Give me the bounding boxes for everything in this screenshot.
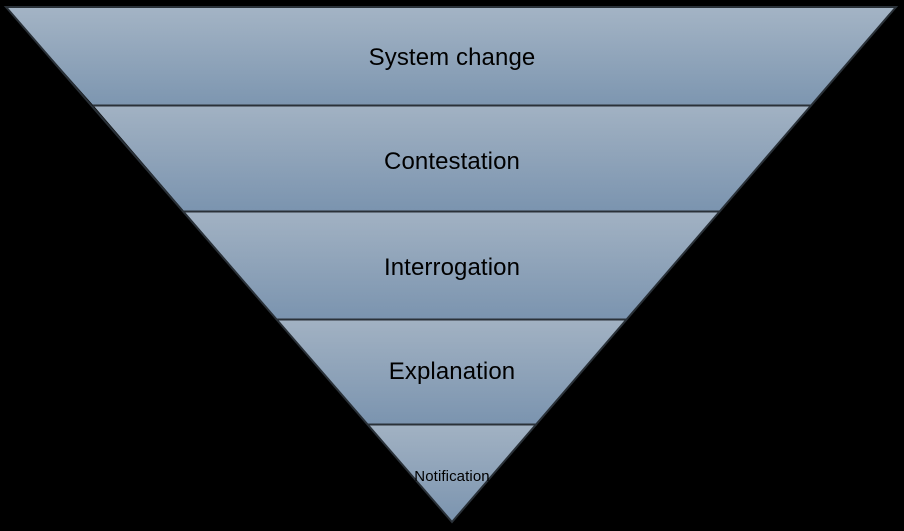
pyramid-band-notification bbox=[367, 424, 537, 522]
pyramid-band-explanation bbox=[277, 319, 627, 424]
pyramid-band-interrogation bbox=[184, 211, 720, 319]
pyramid-band-contestation bbox=[93, 105, 811, 211]
pyramid-band-system-change bbox=[6, 7, 896, 105]
pyramid-outline bbox=[3, 6, 899, 524]
